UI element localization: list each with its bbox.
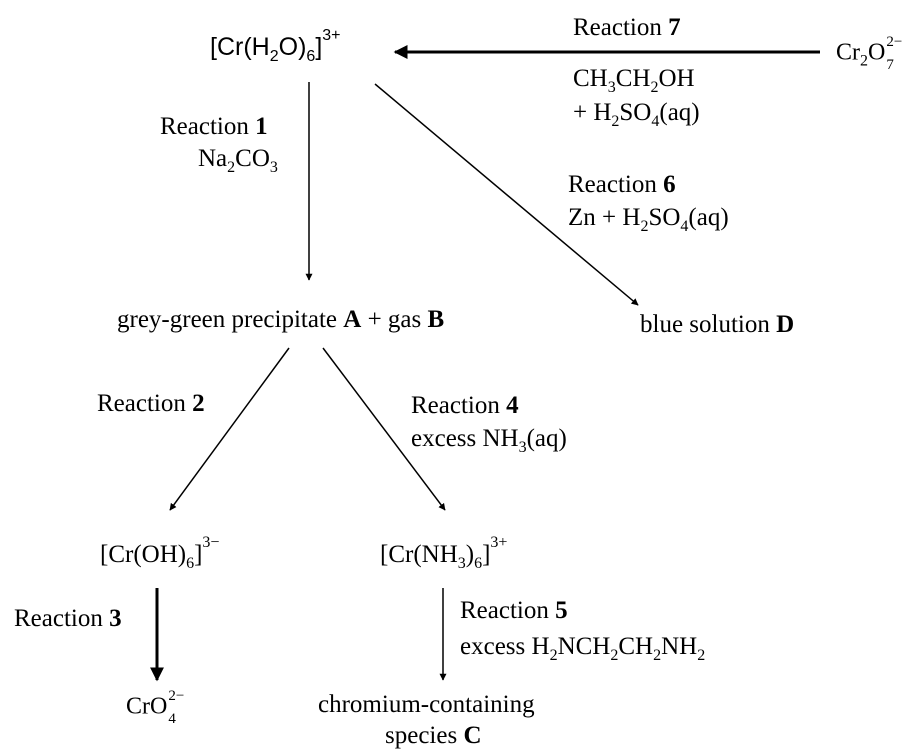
label-reaction-2: Reaction 2 [97,390,205,417]
species-precipitate-a-gas-b: grey-green precipitate A + gas B [117,306,445,333]
label-reaction-4: Reaction 4 [411,392,519,419]
reagent-sodium-carbonate: Na2CO3 [198,145,278,176]
label-reaction-6: Reaction 6 [568,171,676,198]
species-c-line-1: chromium-containing [318,691,535,718]
reagent-excess-ammonia: excess NH3(aq) [411,425,567,456]
arrow-reaction-6 [374,83,639,306]
species-hexaammine: [Cr(NH3)6]3+ [380,533,508,572]
reagent-ethanol: CH3CH2OH [573,65,695,96]
species-cr-hexaaqua: [Cr(H2O)6]3+ [210,26,341,65]
label-reaction-3: Reaction 3 [14,605,122,632]
reagent-zinc-acid: Zn + H2SO4(aq) [568,204,729,235]
species-c-line-2: species C [385,722,482,749]
species-hexahydroxo: [Cr(OH)6]3− [100,533,220,572]
label-reaction-5: Reaction 5 [460,597,568,624]
reagent-excess-ethylenediamine: excess H2NCH2CH2NH2 [460,633,706,664]
label-reaction-7: Reaction 7 [573,14,681,41]
reagent-sulfuric-acid-7: + H2SO4(aq) [573,99,700,130]
arrow-reaction-4 [322,347,446,511]
species-blue-solution-d: blue solution D [640,311,795,338]
arrow-reaction-2 [169,347,290,511]
label-reaction-1: Reaction 1 [160,113,268,140]
